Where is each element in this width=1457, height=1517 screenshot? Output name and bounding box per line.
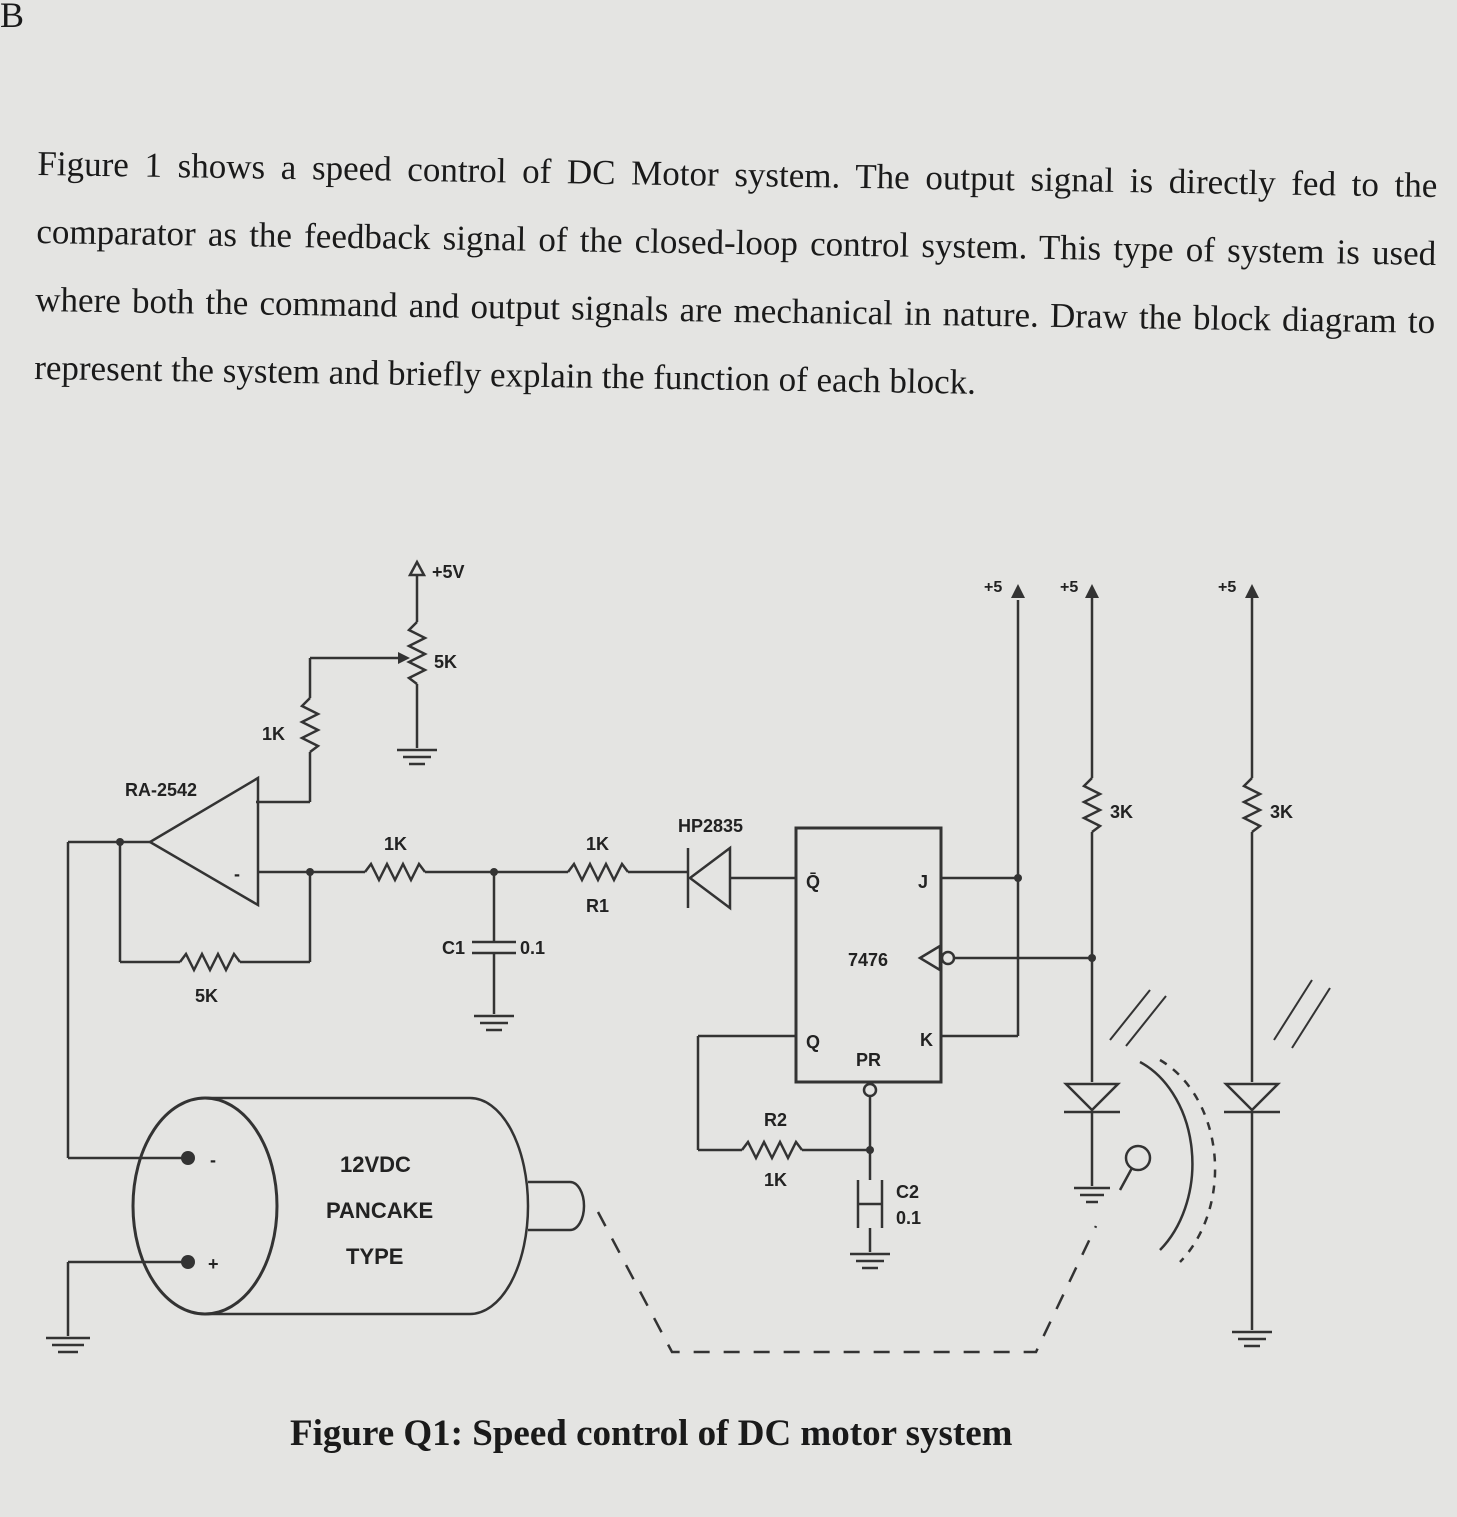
flip-flop-part-label: 7476: [848, 950, 888, 970]
resistor-1k-mid: [310, 861, 568, 883]
motor-minus-terminal-label: -: [210, 1150, 216, 1170]
resistor-5k-feedback: [118, 842, 312, 973]
capacitor-c2: [850, 1180, 890, 1270]
motor-plus-terminal-label: +: [208, 1254, 219, 1274]
opamp: [66, 775, 314, 1160]
motor-rating-label: 12VDC: [340, 1152, 411, 1177]
supply-rails: [1011, 584, 1259, 778]
resistor-r2-label: R2: [764, 1110, 787, 1130]
flip-flop-7476: [696, 600, 1096, 1180]
potentiometer-5k: [310, 559, 437, 766]
opamp-minus-label: -: [234, 864, 240, 884]
supply-5-c-label: +5: [1218, 579, 1236, 596]
supply-5-b-label: +5: [1060, 579, 1078, 596]
resistor-1k-mid-label: 1K: [384, 834, 407, 854]
motor-type-suffix-label: TYPE: [346, 1244, 403, 1269]
resistor-r2: [741, 1139, 870, 1161]
capacitor-c1: [472, 872, 516, 1032]
resistor-r2-value: 1K: [764, 1170, 787, 1190]
opamp-part-label: RA-2542: [125, 780, 197, 800]
photo-diode-a: [1062, 989, 1167, 1204]
resistor-5k-feedback-label: 5K: [195, 986, 218, 1006]
photo-diode-b: [1222, 979, 1331, 1348]
flip-flop-pr-label: PR: [856, 1050, 881, 1070]
resistor-r1: [567, 861, 688, 883]
section-letter: B: [0, 0, 25, 35]
resistor-r1-label: R1: [586, 896, 609, 916]
dc-motor: [46, 1096, 586, 1354]
motor-type-label: PANCAKE: [326, 1198, 433, 1223]
flip-flop-qbar-label: Q̄: [806, 872, 820, 892]
supply-5v-label: +5V: [432, 562, 465, 582]
flip-flop-k-label: K: [920, 1030, 933, 1050]
resistor-3k-b-label: 3K: [1270, 802, 1293, 822]
pot-5k-label: 5K: [434, 652, 457, 672]
capacitor-c2-value: 0.1: [896, 1208, 921, 1228]
capacitor-c2-label: C2: [896, 1182, 919, 1202]
resistor-1k-top: [256, 658, 321, 804]
diode-hp2835: [686, 845, 796, 911]
resistor-1k-top-label: 1K: [262, 724, 285, 744]
flip-flop-q-label: Q: [806, 1032, 820, 1052]
capacitor-c1-value: 0.1: [520, 938, 545, 958]
resistor-3k-a: [1081, 777, 1103, 1082]
capacitor-c1-label: C1: [442, 938, 465, 958]
diode-part-label: HP2835: [678, 816, 743, 836]
resistor-3k-b: [1241, 777, 1263, 1082]
resistor-r1-value: 1K: [586, 834, 609, 854]
flip-flop-j-label: J: [918, 872, 928, 892]
resistor-3k-a-label: 3K: [1110, 802, 1133, 822]
figure-caption: Figure Q1: Speed control of DC motor sys…: [290, 1413, 1013, 1454]
mechanical-coupling: [596, 1211, 1098, 1354]
supply-5-a-label: +5: [984, 579, 1002, 596]
encoder-disk: [1118, 1058, 1217, 1263]
